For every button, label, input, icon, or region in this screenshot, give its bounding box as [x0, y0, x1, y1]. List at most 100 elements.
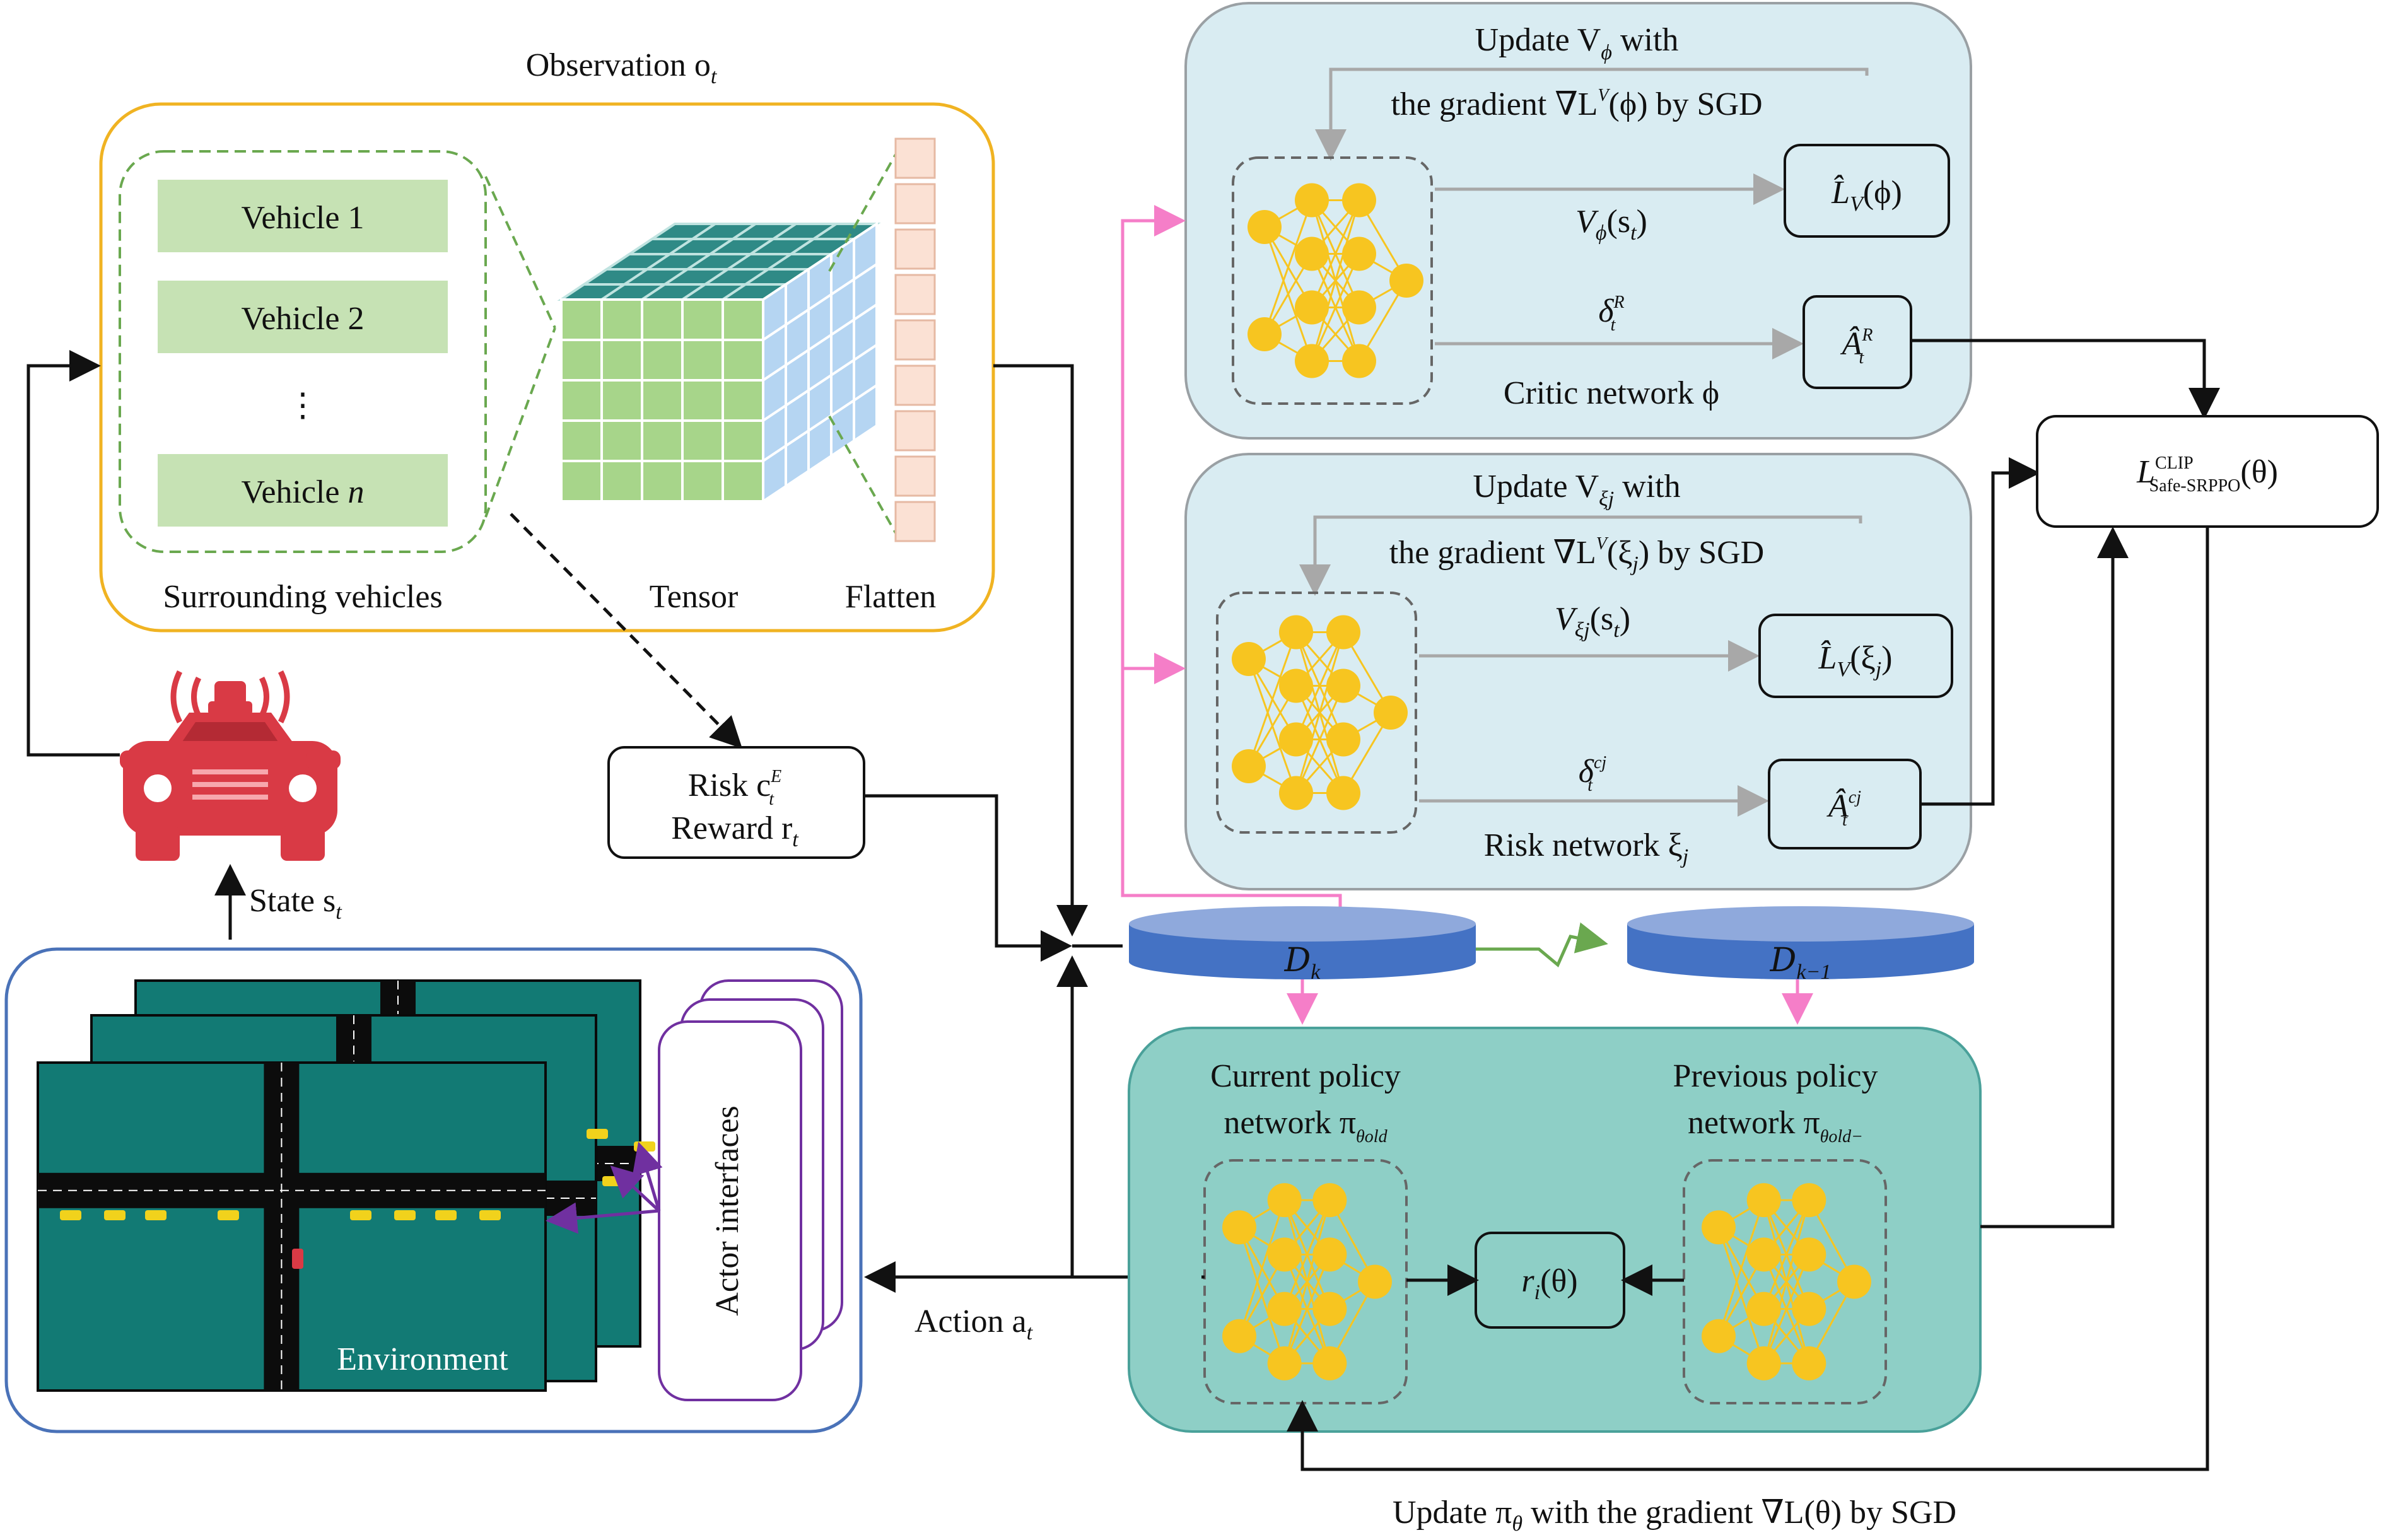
- ego-vehicle-marker: [292, 1249, 303, 1269]
- traffic-scene: [37, 979, 655, 1392]
- neuron: [1389, 264, 1423, 298]
- neuron: [1792, 1292, 1826, 1326]
- action-label: Action at: [914, 1304, 1034, 1345]
- actor-interfaces-label: Actor interfaces: [710, 1105, 745, 1315]
- neuron: [1702, 1319, 1736, 1353]
- vehicle-marker: [350, 1210, 371, 1220]
- neuron: [1326, 615, 1360, 650]
- surrounding-vehicles-group: [119, 150, 487, 553]
- buffer-previous: Dk−1: [1627, 906, 1974, 984]
- ego-car-icon: [120, 670, 341, 861]
- current-policy-line1: Current policy: [1210, 1058, 1401, 1094]
- previous-policy-line2: network πθold−: [1688, 1105, 1863, 1146]
- vehicle-1-label: Vehicle 1: [242, 200, 365, 236]
- flatten-cell: [894, 501, 936, 542]
- vehicle-marker: [145, 1210, 167, 1220]
- risk-reward-box: [607, 746, 865, 859]
- tensor-label: Tensor: [650, 579, 739, 615]
- neuron: [1222, 1319, 1256, 1353]
- neuron: [1279, 668, 1313, 703]
- neuron: [1312, 1183, 1347, 1218]
- observation-title: Observation ot: [526, 47, 718, 88]
- clip-loss-box: [2036, 415, 2379, 528]
- critic-loss-box: [1784, 144, 1950, 238]
- buffer-current: Dk: [1129, 906, 1476, 984]
- neuron: [1295, 344, 1329, 378]
- observation-panel: Observation ot Vehicle 1 Vehicle 2 ⋮ Veh…: [99, 47, 995, 633]
- flatten-vector: [894, 137, 936, 542]
- flatten-cell: [894, 365, 936, 406]
- vehicle-n-box: [158, 454, 448, 527]
- vehicle-marker: [218, 1210, 239, 1220]
- neuron: [1837, 1264, 1871, 1299]
- neuron: [1267, 1183, 1302, 1218]
- neuron: [1267, 1346, 1302, 1380]
- neuron: [1374, 696, 1408, 730]
- policy-panel: [1128, 1027, 1982, 1433]
- previous-policy-box: [1683, 1159, 1887, 1404]
- tensor-cube: [557, 221, 881, 504]
- vehicle-1-box: [158, 180, 448, 252]
- neuron: [1358, 1264, 1392, 1299]
- bottom-update-label: Update πθ with the gradient ∇L(θ) by SGD: [1393, 1495, 1956, 1536]
- neuron: [1342, 236, 1376, 271]
- neuron: [1792, 1183, 1826, 1218]
- vehicle-ellipsis: ⋮: [286, 388, 319, 424]
- flatten-cell: [894, 274, 936, 315]
- neuron: [1746, 1292, 1781, 1326]
- vehicle-marker: [634, 1141, 655, 1152]
- neuron: [1326, 668, 1360, 703]
- neuron: [1312, 1292, 1347, 1326]
- state-label: State st: [249, 883, 342, 924]
- flatten-cell: [894, 183, 936, 225]
- critic-loss-label: L̂V(ϕ): [1831, 175, 1902, 216]
- neuron: [1248, 317, 1282, 351]
- neuron: [1295, 236, 1329, 271]
- neuron: [1232, 749, 1266, 783]
- current-policy-line2: network πθold: [1224, 1105, 1388, 1146]
- vehicle-n-label: Vehicle n: [242, 474, 365, 510]
- environment-label: Environment: [337, 1341, 508, 1377]
- risk-network-label: Risk network ξj: [1484, 827, 1688, 868]
- neuron: [1792, 1237, 1826, 1272]
- neuron: [1702, 1210, 1736, 1245]
- vehicle-marker: [394, 1210, 416, 1220]
- current-policy-network-icon: [1222, 1183, 1392, 1380]
- ratio-label: ri(θ): [1521, 1263, 1577, 1304]
- neuron: [1746, 1346, 1781, 1380]
- neuron: [1342, 183, 1376, 218]
- neuron: [1248, 210, 1282, 244]
- neuron: [1312, 1237, 1347, 1272]
- neuron: [1232, 642, 1266, 676]
- critic-gradient-text: the gradient ∇LV(ϕ) by SGD: [1391, 86, 1762, 122]
- previous-policy-network-icon: [1702, 1183, 1871, 1380]
- critic-value-label: Vϕ(st): [1575, 204, 1647, 245]
- flatten-cell: [894, 455, 936, 497]
- critic-network-box: [1232, 156, 1433, 405]
- neuron: [1312, 1346, 1347, 1380]
- vehicle-marker: [60, 1210, 81, 1220]
- reward-label: Reward rt: [671, 810, 799, 851]
- risk-gradient-text: the gradient ∇LV(ξj) by SGD: [1389, 534, 1764, 576]
- neuron: [1326, 722, 1360, 757]
- risk-network-box: [1216, 592, 1417, 834]
- buffer-current-label: Dk: [1284, 942, 1321, 984]
- neuron: [1295, 183, 1329, 218]
- risk-network-panel: [1184, 453, 1972, 890]
- previous-policy-line1: Previous policy: [1673, 1058, 1878, 1094]
- critic-network-label: Critic network ϕ: [1504, 375, 1719, 411]
- vehicle-marker: [602, 1176, 624, 1186]
- risk-loss-box: [1758, 614, 1953, 698]
- risk-value-label: Vξj(st): [1555, 601, 1630, 642]
- flatten-label: Flatten: [845, 579, 936, 615]
- risk-loss-label: L̂V(ξj): [1818, 640, 1893, 681]
- neuron: [1267, 1237, 1302, 1272]
- neuron: [1279, 615, 1313, 650]
